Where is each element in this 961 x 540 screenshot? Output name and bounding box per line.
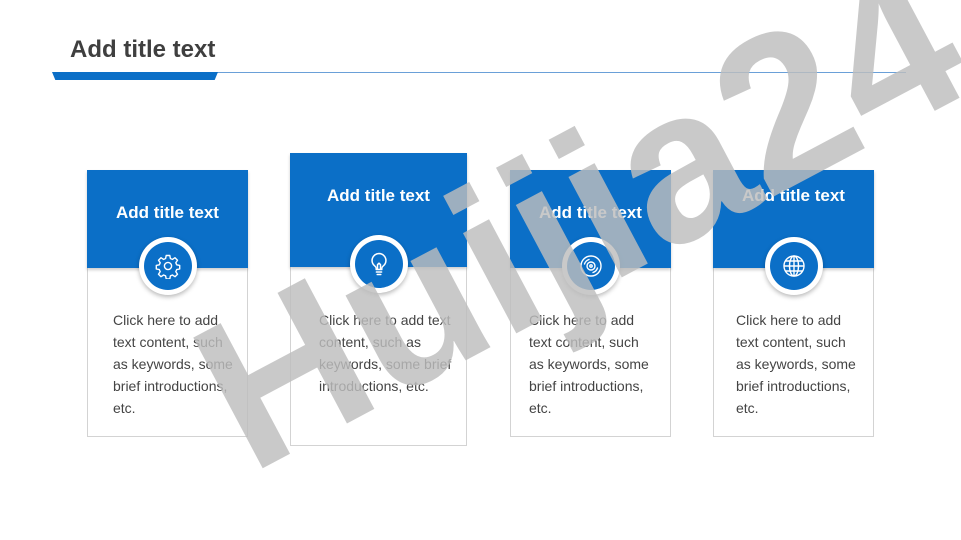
icon-badge [561,237,620,295]
card-title[interactable]: Add title text [742,186,845,205]
card-description[interactable]: Click here to add text content, such as … [736,312,856,416]
title-underline [58,72,906,73]
page-title[interactable]: Add title text [70,36,216,63]
feature-card-1[interactable]: Add title text Click here to add text co… [87,170,248,437]
icon-badge [138,237,197,295]
card-description[interactable]: Click here to add text content, such as … [113,312,233,416]
card-description[interactable]: Click here to add text content, such as … [319,312,452,394]
gear-icon [155,254,180,279]
lightbulb-icon [370,252,387,276]
feature-card-4[interactable]: Add title text Click here to add text co… [713,170,874,437]
feature-card-2[interactable]: Add title text Click here to add text co… [290,153,467,446]
card-description[interactable]: Click here to add text content, such as … [529,312,649,416]
icon-badge [349,235,408,293]
globe-icon [782,255,805,277]
card-title[interactable]: Add title text [116,203,219,222]
card-header: Add title text [510,170,671,268]
card-title[interactable]: Add title text [327,186,430,205]
disc-icon [579,255,602,277]
feature-card-3[interactable]: Add title text Click here to add text co… [510,170,671,437]
title-accent-bar [52,72,218,80]
card-title[interactable]: Add title text [539,203,642,222]
icon-badge [764,237,823,295]
